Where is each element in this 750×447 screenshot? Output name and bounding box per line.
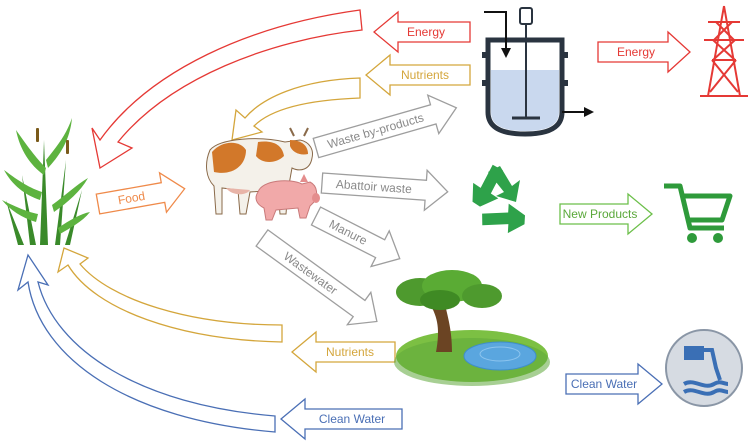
energy-out-label: Energy	[617, 45, 655, 59]
new-products-label: New Products	[563, 207, 638, 221]
abattoir-waste-label: Abattoir waste	[335, 177, 412, 196]
shopping-cart-icon	[664, 183, 733, 231]
food-arrow: Food	[95, 171, 186, 215]
digester-tank-icon	[482, 7, 594, 137]
clean-water-right-label: Clean Water	[571, 377, 637, 391]
nutrients-bottom-label: Nutrients	[326, 345, 374, 359]
energy-arrow-to-crop: Energy	[372, 10, 471, 54]
nutrients-arrow-bottom: Nutrients	[290, 330, 396, 374]
clean-water-bottom-label: Clean Water	[319, 412, 385, 426]
food-label: Food	[117, 189, 146, 208]
energy-in-label: Energy	[407, 25, 445, 39]
pig-icon	[255, 174, 320, 221]
wastewater-label: Wastewater	[281, 249, 340, 297]
manure-arrow: Manure	[310, 206, 401, 268]
abattoir-waste-arrow: Abattoir waste	[320, 168, 449, 212]
crop-plant-icon	[2, 118, 90, 245]
energy-arrow-to-grid: Energy	[597, 30, 691, 74]
clean-water-arrow-bottom: Clean Water	[279, 397, 403, 441]
tree-pond-icon	[394, 270, 550, 386]
recycle-icon	[472, 164, 526, 234]
nutrients-bottom-return-arrow	[56, 247, 283, 343]
clean-water-arrow-right: Clean Water	[565, 362, 664, 406]
clean-water-return-arrow	[16, 253, 276, 433]
new-products-arrow: New Products	[559, 192, 654, 236]
nutrients-arrow-top: Nutrients	[364, 53, 471, 97]
power-pylon-icon	[700, 5, 748, 97]
cart-wheels-icon	[687, 233, 723, 243]
nutrients-top-label: Nutrients	[401, 68, 449, 82]
energy-return-arrow	[91, 9, 363, 170]
water-treatment-icon	[665, 329, 743, 407]
